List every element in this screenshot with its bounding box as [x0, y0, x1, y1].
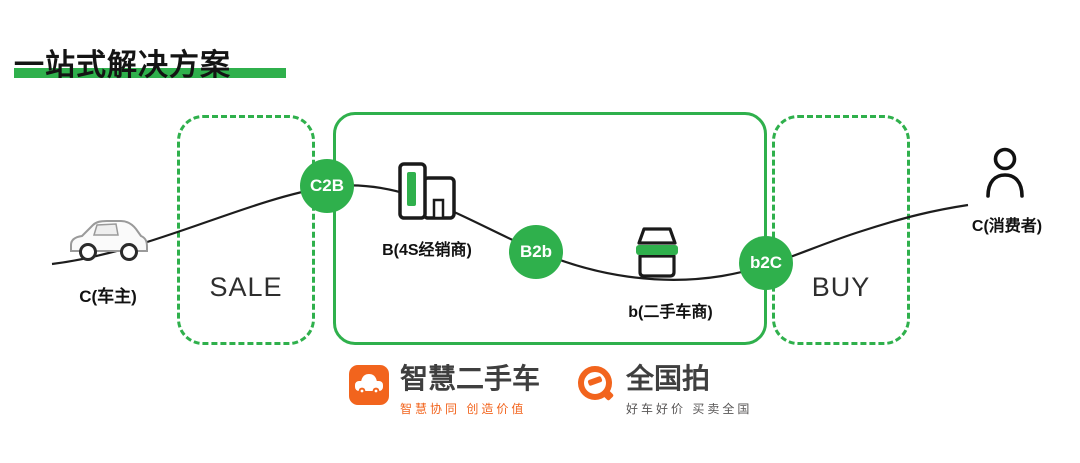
dealer-building-icon	[396, 160, 460, 227]
car-icon	[66, 210, 150, 273]
national-auction-logo-name: 全国拍	[626, 363, 711, 394]
smart-usedcar-logo-icon	[348, 364, 390, 411]
consumer-label: C(消费者)	[971, 218, 1043, 235]
buy-stage-box	[772, 115, 910, 345]
c2b-badge: C2B	[300, 159, 354, 213]
dealer-label: B(4S经销商)	[382, 242, 472, 259]
b2b-badge: B2b	[509, 225, 563, 279]
smart-usedcar-logo-name: 智慧二手车	[400, 363, 541, 394]
used-dealer-label: b(二手车商)	[628, 304, 713, 321]
b2b-badge-label: B2b	[519, 242, 553, 261]
smart-usedcar-tagline: 智慧协同 创造价值	[400, 401, 527, 416]
national-auction-logo: 全国拍 好车好价 买卖全国	[576, 363, 753, 417]
logo-row: 智慧二手车 智慧协同 创造价值 全国拍 好车好价 买卖全国	[0, 358, 1080, 418]
title-underline-bar	[14, 68, 286, 78]
used-car-box-icon	[628, 224, 686, 287]
smart-usedcar-logo: 智慧二手车 智慧协同 创造价值	[348, 363, 541, 417]
c2b-badge-label: C2B	[309, 176, 344, 195]
sale-label: SALE	[209, 272, 283, 302]
b2c-badge: b2C	[739, 236, 793, 290]
person-icon	[982, 146, 1028, 207]
national-auction-tagline: 好车好价 买卖全国	[626, 401, 753, 416]
national-auction-logo-icon	[576, 364, 616, 409]
buy-label: BUY	[811, 272, 871, 302]
sale-stage-box	[177, 115, 315, 345]
page-title: 一站式解决方案	[14, 49, 231, 82]
seller-label: C(车主)	[79, 287, 137, 306]
b2c-badge-label: b2C	[749, 253, 783, 272]
